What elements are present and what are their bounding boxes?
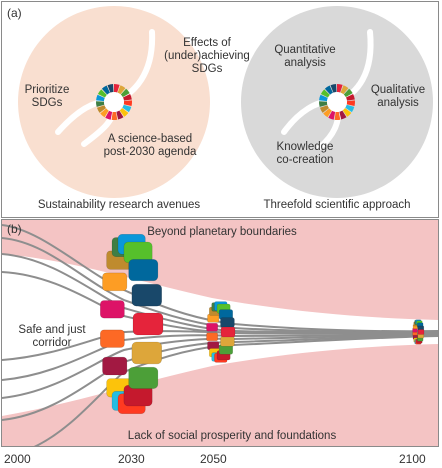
sdg-ring-2100 <box>412 319 425 345</box>
year-2000-label: 2000 <box>4 452 31 466</box>
sdg-ring-block <box>131 341 162 365</box>
label-beyond-planetary-boundaries: Beyond planetary boundaries <box>147 226 297 238</box>
label-lack-of-social-prosperity: Lack of social prosperity and foundation… <box>127 430 337 442</box>
sdg-wheel-segment <box>101 85 110 95</box>
sdg-wheel-segment <box>334 111 341 120</box>
sdg-wheel-hole <box>104 92 124 112</box>
segment-label: Qualitative analysis <box>370 84 426 109</box>
sdg-wheel-segment <box>330 84 337 93</box>
sdg-wheel-segment <box>339 110 347 120</box>
sdg-wheel-segment <box>343 88 353 98</box>
sdg-ring-2030 <box>100 234 164 414</box>
segment-label: Effects of (under)achieving SDGs <box>164 37 250 75</box>
segment-label: Quantitative analysis <box>274 44 336 69</box>
segment-knowledge-co-creation: Knowledge co-creation <box>260 141 350 167</box>
sdg-wheel-segment <box>96 105 107 113</box>
sdg-wheel-segment <box>117 85 126 95</box>
label-safe-and-just-corridor: Safe and just corridor <box>2 324 102 350</box>
sdg-wheel-segment <box>319 105 330 113</box>
sdg-wheel-segment <box>96 101 105 107</box>
sdg-wheel-segment <box>122 93 132 101</box>
sdg-ring-block <box>206 332 218 342</box>
sdg-wheel-segment <box>96 94 105 102</box>
sdg-wheel-segment <box>97 89 107 98</box>
sdg-wheel-segment <box>116 110 124 120</box>
segment-qualitative-analysis: Qualitative analysis <box>358 84 438 110</box>
sdg-wheel-segment <box>119 108 129 117</box>
sdg-wheel-segment <box>320 89 330 98</box>
sdg-wheel-segment <box>111 111 118 120</box>
sdg-wheel-segment <box>340 85 349 95</box>
sdg-ring-block <box>128 366 159 389</box>
sdg-wheel-segment <box>107 84 114 93</box>
trajectory-line <box>33 335 438 446</box>
caption-scientific-approach: Threefold scientific approach <box>263 199 411 211</box>
sdg-wheel-segment <box>324 85 333 95</box>
panel-a: (a) Effects of (under)achieving SDGs Pri… <box>1 1 439 218</box>
sdg-wheel-segment <box>123 100 132 107</box>
sdg-ring-block <box>102 356 128 376</box>
segment-science-based-agenda: A science-based post-2030 agenda <box>90 133 210 159</box>
sdg-wheel-segment <box>120 88 130 98</box>
sdg-wheel-segment <box>337 84 343 93</box>
segment-prioritize-sdgs: Prioritize SDGs <box>7 84 87 110</box>
scientific-approach-circle <box>241 6 433 198</box>
panel-b-letter: (b) <box>7 222 22 236</box>
sdg-wheel-segment <box>345 104 355 113</box>
sdg-ring-block <box>128 259 159 282</box>
trajectory-line <box>2 330 438 361</box>
corridor-label-text: Safe and just corridor <box>18 324 86 349</box>
sdg-wheel-segment <box>105 110 113 120</box>
segment-label: A science-based post-2030 agenda <box>103 133 197 158</box>
sdg-wheel-segment <box>319 101 328 107</box>
sdg-ring-block <box>132 312 164 336</box>
sdg-ring-block <box>206 322 218 332</box>
year-2030-label: 2030 <box>118 452 145 466</box>
sdg-wheel-segment <box>100 108 109 118</box>
sdg-ring-block <box>220 326 236 338</box>
sdg-wheel-segment <box>114 84 120 93</box>
caption-research-avenues: Sustainability research avenues <box>37 199 201 211</box>
panel-b: (b) Beyond planetary boundaries Safe and… <box>1 219 439 447</box>
sdg-wheel-hole <box>327 92 347 112</box>
trajectory-line <box>2 334 438 421</box>
year-2050-label: 2050 <box>200 452 227 466</box>
research-avenues-circle <box>18 6 210 198</box>
panel-a-graphic <box>18 6 433 198</box>
sdg-ring-block <box>100 300 125 319</box>
panel-a-letter: (a) <box>7 6 22 20</box>
segment-label: Knowledge co-creation <box>276 141 334 166</box>
segment-quantitative-analysis: Quantitative analysis <box>255 44 355 70</box>
corridor-graphic <box>2 220 438 446</box>
sdg-wheel-icon <box>319 84 355 120</box>
sdg-ring-2050 <box>206 301 236 363</box>
sdg-wheel-segment <box>346 100 355 107</box>
year-2100-label: 2100 <box>399 452 426 466</box>
sdg-ring-block <box>102 272 128 292</box>
segment-effects-of-underachieving: Effects of (under)achieving SDGs <box>152 37 262 76</box>
sdg-ring-block <box>220 336 235 347</box>
segment-label: Prioritize SDGs <box>24 84 70 109</box>
sdg-wheel-segment <box>122 104 132 113</box>
sdg-wheel-segment <box>328 110 336 120</box>
sdg-wheel-segment <box>342 108 352 117</box>
trajectory-line <box>2 333 438 399</box>
sdg-wheel-segment <box>345 93 355 101</box>
sdg-wheel-segment <box>319 94 328 102</box>
trajectory-lines <box>2 224 438 446</box>
sdg-wheel-icon <box>96 84 132 120</box>
sdg-ring-block <box>131 283 162 307</box>
sdg-ring-block <box>100 329 125 348</box>
trajectory-line <box>2 333 438 381</box>
sdg-wheel-segment <box>323 108 332 118</box>
sdg-ring-block <box>220 317 235 328</box>
sdg-ring-block <box>417 329 425 335</box>
